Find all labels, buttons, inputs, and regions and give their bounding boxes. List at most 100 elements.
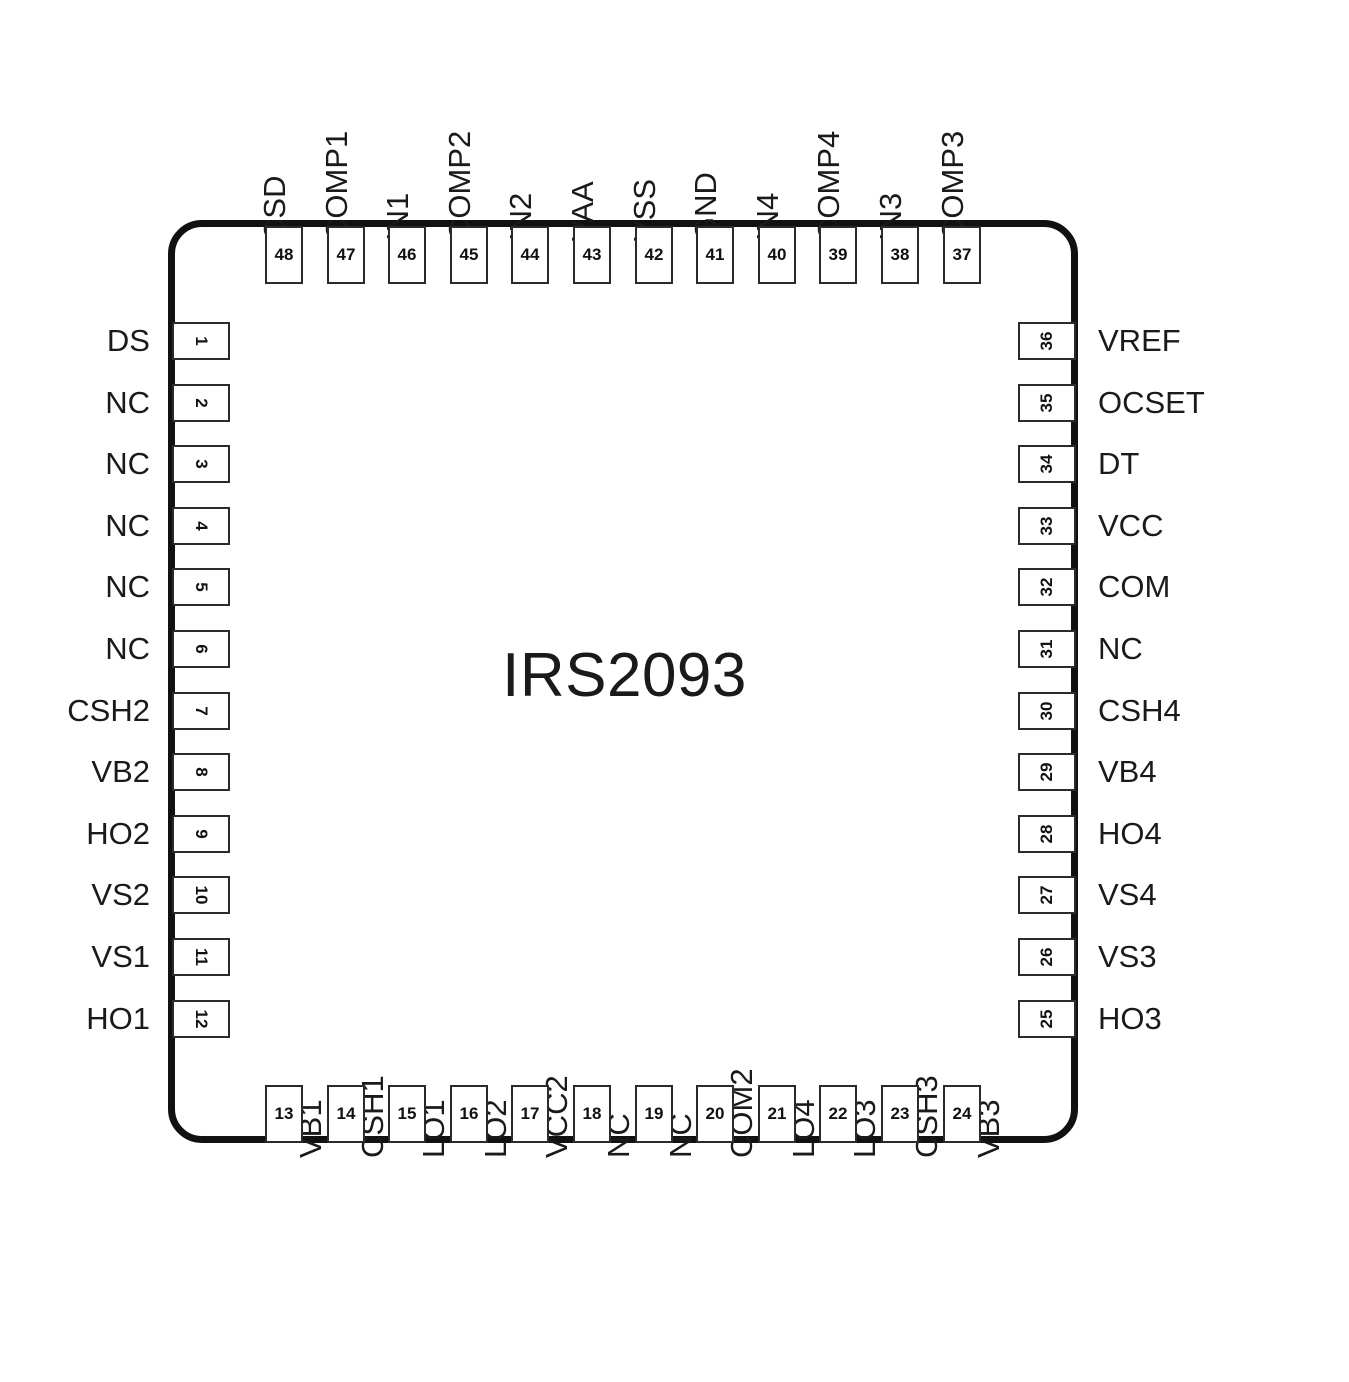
pin-label-VB4-29: VB4 — [1098, 754, 1157, 789]
pin-pad-1[interactable]: 1 — [172, 322, 230, 360]
pin-number: 9 — [192, 829, 211, 839]
pin-number: 43 — [582, 245, 602, 264]
chip-part-name: IRS2093 — [502, 641, 747, 710]
pin-label-CSH4-30: CSH4 — [1098, 693, 1181, 728]
pin-pad-2[interactable]: 2 — [172, 384, 230, 422]
pin-number: 10 — [192, 885, 211, 905]
pin-pad-3[interactable]: 3 — [172, 445, 230, 483]
pin-pad-34[interactable]: 34 — [1018, 445, 1076, 483]
pin-number: 34 — [1037, 454, 1056, 474]
pin-label-COM-32: COM — [1098, 569, 1171, 604]
pin-number: 16 — [459, 1104, 479, 1123]
pin-pad-10[interactable]: 10 — [172, 876, 230, 914]
pin-number: 42 — [644, 245, 664, 264]
pin-pad-42[interactable]: 42 — [635, 226, 673, 284]
pin-pad-13[interactable]: 13 — [265, 1085, 303, 1143]
pin-pad-4[interactable]: 4 — [172, 507, 230, 545]
pin-pad-11[interactable]: 11 — [172, 938, 230, 976]
pin-pad-33[interactable]: 33 — [1018, 507, 1076, 545]
pin-number: 38 — [890, 245, 910, 264]
pin-number: 39 — [828, 245, 848, 264]
pin-number: 18 — [582, 1104, 602, 1123]
pin-pad-24[interactable]: 24 — [943, 1085, 981, 1143]
pin-pad-47[interactable]: 47 — [327, 226, 365, 284]
pin-label-COMP2-45: COMP2 — [442, 130, 477, 241]
pin-number: 25 — [1037, 1009, 1056, 1029]
pin-pad-12[interactable]: 12 — [172, 1000, 230, 1038]
pin-number: 7 — [192, 706, 211, 716]
pin-label-COMP1-47: COMP1 — [319, 130, 354, 241]
pin-number: 32 — [1037, 577, 1056, 597]
pin-pad-46[interactable]: 46 — [388, 226, 426, 284]
pin-pad-16[interactable]: 16 — [450, 1085, 488, 1143]
pin-pad-48[interactable]: 48 — [265, 226, 303, 284]
pin-number: 37 — [952, 245, 972, 264]
pin-pad-17[interactable]: 17 — [511, 1085, 549, 1143]
pin-pad-28[interactable]: 28 — [1018, 815, 1076, 853]
pin-number: 15 — [397, 1104, 417, 1123]
pin-label-COMP4-39: COMP4 — [811, 130, 846, 241]
pin-number: 3 — [192, 459, 211, 469]
pin-label-CSH2-7: CSH2 — [67, 693, 150, 728]
pin-number: 19 — [644, 1104, 664, 1123]
pin-number: 6 — [192, 644, 211, 654]
pin-number: 46 — [397, 245, 417, 264]
pin-number: 5 — [192, 582, 211, 592]
pin-pad-43[interactable]: 43 — [573, 226, 611, 284]
pin-pad-36[interactable]: 36 — [1018, 322, 1076, 360]
pin-pad-45[interactable]: 45 — [450, 226, 488, 284]
pin-pad-41[interactable]: 41 — [696, 226, 734, 284]
pin-pad-39[interactable]: 39 — [819, 226, 857, 284]
pin-number: 36 — [1037, 331, 1056, 351]
pin-number: 33 — [1037, 516, 1056, 536]
pin-label-VS4-27: VS4 — [1098, 877, 1157, 912]
pin-pad-6[interactable]: 6 — [172, 630, 230, 668]
pin-label-VREF-36: VREF — [1098, 323, 1181, 358]
pin-pad-8[interactable]: 8 — [172, 753, 230, 791]
pin-label-NC-6: NC — [105, 631, 150, 666]
pin-pad-30[interactable]: 30 — [1018, 692, 1076, 730]
pin-number: 47 — [336, 245, 356, 264]
pin-pad-14[interactable]: 14 — [327, 1085, 365, 1143]
pin-pad-19[interactable]: 19 — [635, 1085, 673, 1143]
pin-number: 30 — [1037, 701, 1056, 721]
pin-number: 4 — [192, 521, 211, 531]
pin-label-VS1-11: VS1 — [91, 939, 150, 974]
pin-pad-9[interactable]: 9 — [172, 815, 230, 853]
pin-number: 12 — [192, 1009, 211, 1029]
pin-pad-44[interactable]: 44 — [511, 226, 549, 284]
pin-pad-7[interactable]: 7 — [172, 692, 230, 730]
pin-pad-23[interactable]: 23 — [881, 1085, 919, 1143]
pin-pad-38[interactable]: 38 — [881, 226, 919, 284]
pin-number: 23 — [890, 1104, 910, 1123]
pin-pad-27[interactable]: 27 — [1018, 876, 1076, 914]
pin-number: 27 — [1037, 885, 1056, 905]
pin-pad-31[interactable]: 31 — [1018, 630, 1076, 668]
pin-pad-21[interactable]: 21 — [758, 1085, 796, 1143]
pin-pad-15[interactable]: 15 — [388, 1085, 426, 1143]
pin-pad-25[interactable]: 25 — [1018, 1000, 1076, 1038]
pin-label-COMP3-37: COMP3 — [935, 130, 970, 241]
pin-number: 48 — [274, 245, 294, 264]
pin-number: 2 — [192, 398, 211, 408]
pin-number: 11 — [192, 948, 211, 966]
pin-pad-5[interactable]: 5 — [172, 568, 230, 606]
pin-label-NC-3: NC — [105, 446, 150, 481]
pin-pad-22[interactable]: 22 — [819, 1085, 857, 1143]
pin-pad-35[interactable]: 35 — [1018, 384, 1076, 422]
pin-pad-29[interactable]: 29 — [1018, 753, 1076, 791]
pin-pad-18[interactable]: 18 — [573, 1085, 611, 1143]
pin-number: 1 — [192, 336, 211, 346]
pin-pad-40[interactable]: 40 — [758, 226, 796, 284]
pin-number: 45 — [459, 245, 479, 264]
pin-number: 41 — [705, 245, 725, 264]
pin-pad-26[interactable]: 26 — [1018, 938, 1076, 976]
pin-number: 17 — [520, 1104, 540, 1123]
pin-pad-32[interactable]: 32 — [1018, 568, 1076, 606]
pin-pad-20[interactable]: 20 — [696, 1085, 734, 1143]
pin-number: 29 — [1037, 762, 1056, 782]
pin-number: 8 — [192, 767, 211, 777]
pin-label-NC-2: NC — [105, 385, 150, 420]
pin-pad-37[interactable]: 37 — [943, 226, 981, 284]
